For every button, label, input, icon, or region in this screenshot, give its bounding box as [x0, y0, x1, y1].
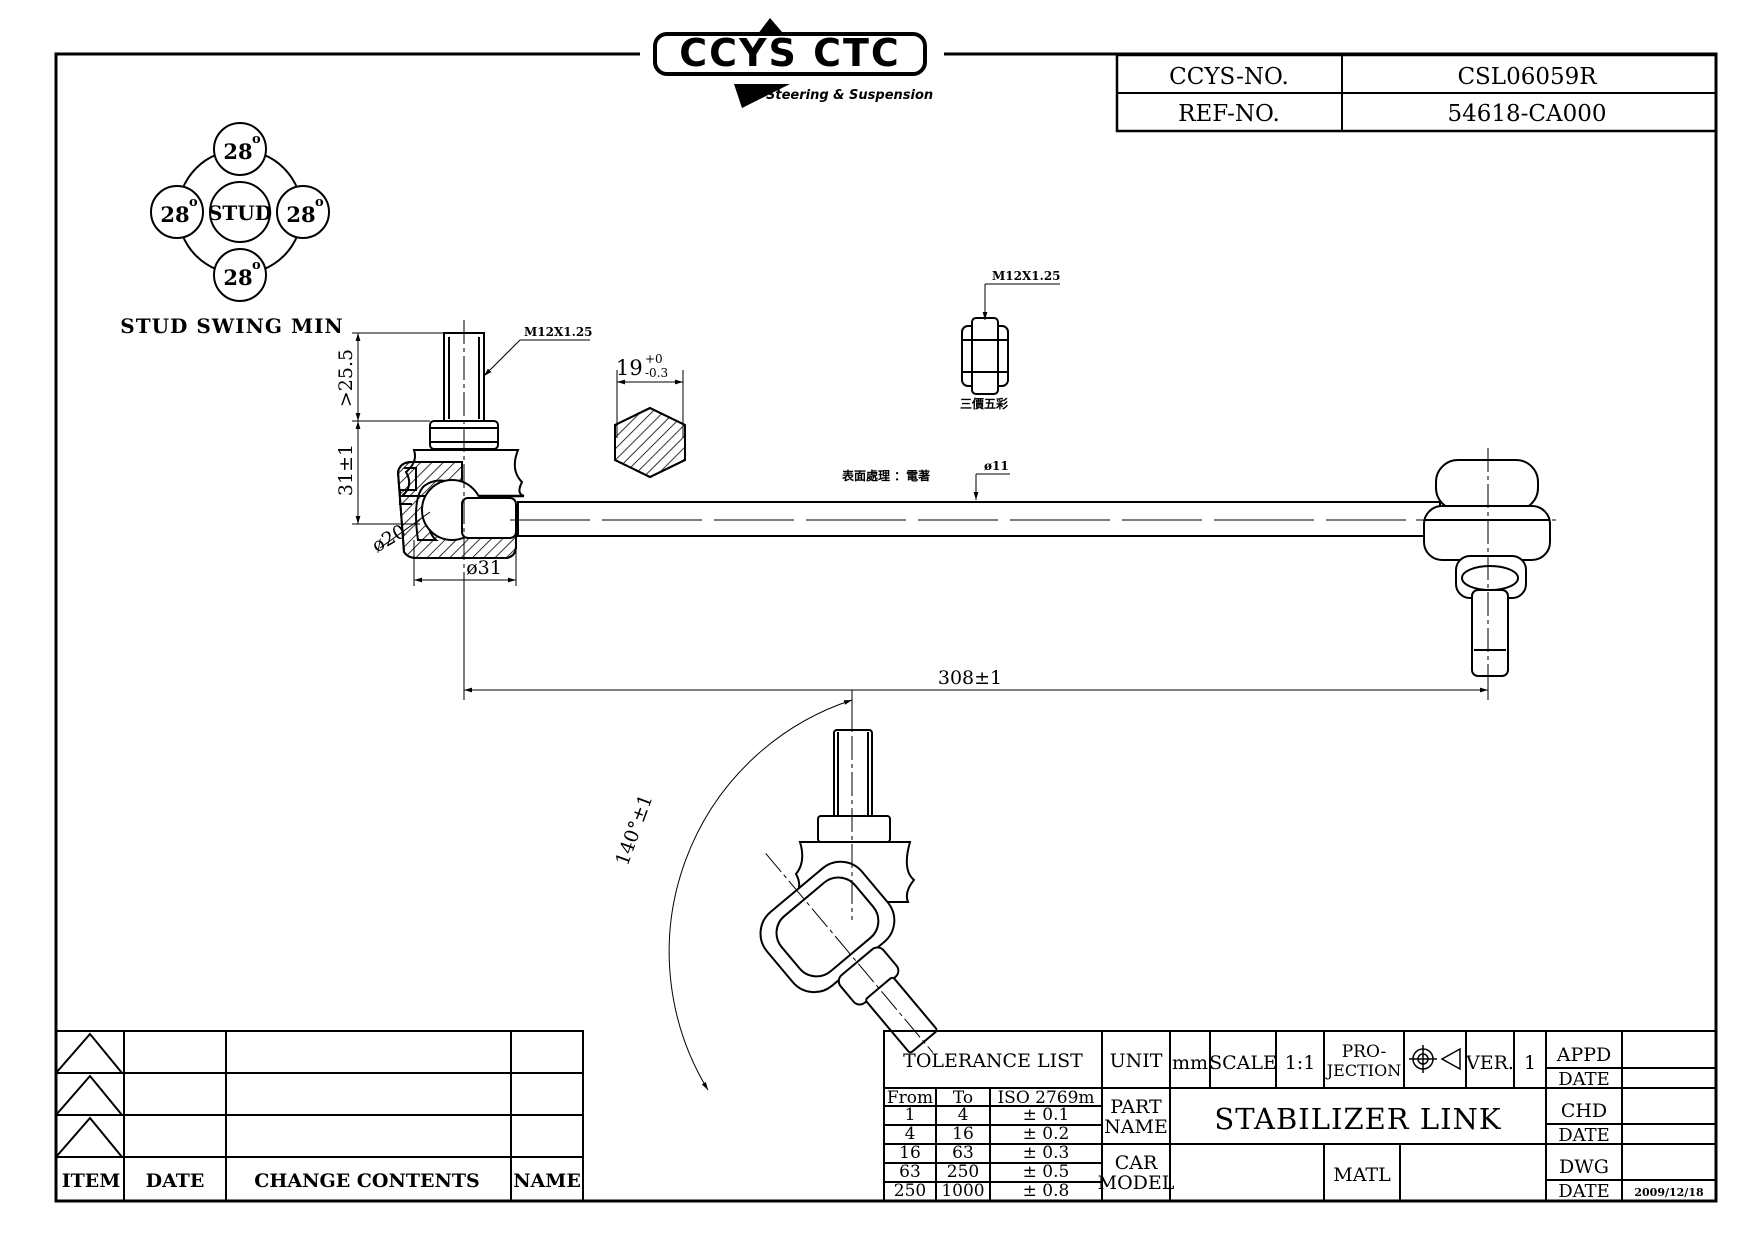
- right-ball-joint: [1416, 448, 1558, 690]
- stud-angle-top: 28: [223, 139, 252, 164]
- degree-mark-bottom: o: [252, 258, 261, 273]
- tolerance-header-iso: ISO 2769m: [997, 1088, 1094, 1108]
- degree-mark-left: o: [189, 195, 198, 210]
- tolerance-row-value: ± 0.1: [1023, 1105, 1070, 1125]
- unit-value: mm: [1172, 1052, 1208, 1074]
- thread-label-left: M12X1.25: [524, 325, 593, 339]
- appd-label: APPD: [1556, 1044, 1612, 1066]
- unit-label: UNIT: [1110, 1050, 1163, 1072]
- hex-tol-plus: +0: [645, 352, 663, 366]
- logo-tagline: Steering & Suspension: [766, 88, 933, 103]
- tolerance-row-from: 63: [899, 1162, 921, 1182]
- rev-header-name: NAME: [513, 1170, 581, 1192]
- stud-angle-right: 28: [286, 202, 315, 227]
- ref-no-label: REF-NO.: [1178, 101, 1280, 127]
- company-logo: CCYS CTC Steering & Suspension: [653, 18, 933, 108]
- stud-length-dim: >25.5: [335, 349, 357, 407]
- ver-value: 1: [1524, 1052, 1536, 1074]
- hex-section: [614, 370, 686, 479]
- overall-length-dim: 308±1: [938, 667, 1002, 689]
- part-name-label-line1: PART: [1110, 1096, 1162, 1118]
- degree-mark-top: o: [252, 132, 261, 147]
- rev-header-date: DATE: [146, 1170, 205, 1192]
- projection-symbol-icon: [1409, 1045, 1461, 1073]
- nut: [961, 283, 1060, 395]
- chd-label: CHD: [1561, 1100, 1607, 1122]
- tolerance-row-to: 4: [958, 1105, 969, 1125]
- tolerance-row-from: 1: [905, 1105, 916, 1125]
- tolerance-row-to: 16: [952, 1124, 974, 1144]
- car-model-label-line1: CAR: [1115, 1152, 1158, 1174]
- tolerance-row-value: ± 0.5: [1023, 1162, 1070, 1182]
- link-rod: [510, 501, 1445, 537]
- stud-center-label: STUD: [208, 201, 272, 225]
- ccys-no-label: CCYS-NO.: [1169, 64, 1289, 90]
- car-model-label-line2: MODEL: [1098, 1172, 1175, 1194]
- dwg-date-label: DATE: [1558, 1181, 1610, 1202]
- thread-label-nut: M12X1.25: [992, 269, 1061, 283]
- projection-label-line2: JECTION: [1325, 1061, 1401, 1080]
- tolerance-row-value: ± 0.2: [1023, 1124, 1070, 1144]
- revision-block: [55, 1030, 584, 1202]
- tolerance-row-from: 16: [899, 1143, 921, 1163]
- tolerance-row-value: ± 0.8: [1023, 1181, 1070, 1201]
- part-name-value: STABILIZER LINK: [1214, 1102, 1502, 1136]
- logo-brand-text: CCYS CTC: [679, 31, 901, 75]
- dwg-date-value: 2009/12/18: [1634, 1186, 1704, 1199]
- bottom-title-block: [883, 1030, 1717, 1202]
- dwg-label: DWG: [1559, 1156, 1609, 1178]
- housing-diameter-dim: ø31: [466, 557, 502, 579]
- scale-label: SCALE: [1209, 1052, 1277, 1074]
- tolerance-row-value: ± 0.3: [1023, 1143, 1070, 1163]
- rev-header-item: ITEM: [62, 1170, 121, 1192]
- projection-label-line1: PRO-: [1342, 1042, 1387, 1062]
- stud-swing-diagram: [150, 122, 330, 302]
- surface-treatment-note: 表面處理 ：電著: [841, 468, 930, 483]
- scale-value: 1:1: [1285, 1052, 1316, 1074]
- tolerance-row-to: 250: [947, 1162, 979, 1182]
- hex-tol-minus: -0.3: [645, 366, 668, 380]
- rev-header-change-contents: CHANGE CONTENTS: [254, 1170, 479, 1192]
- tolerance-row-to: 1000: [941, 1181, 984, 1201]
- hex-size-dim: 19: [616, 356, 643, 380]
- appd-date-label: DATE: [1558, 1069, 1610, 1090]
- rod-diameter-dim: ø11: [984, 459, 1009, 473]
- rotated-joint-view: [759, 700, 938, 1054]
- stud-angle-left: 28: [160, 202, 189, 227]
- ver-label: VER.: [1465, 1052, 1514, 1074]
- stud-height-dim: 31±1: [335, 444, 357, 496]
- top-title-block: CCYS-NO. CSL06059R REF-NO. 54618-CA000: [1115, 53, 1718, 133]
- nut-finish-note: 三價五彩: [960, 396, 1008, 411]
- dimension-lines: [352, 332, 1489, 1091]
- tolerance-row-to: 63: [952, 1143, 974, 1163]
- matl-label: MATL: [1333, 1164, 1391, 1186]
- stud-angle-bottom: 28: [223, 265, 252, 290]
- ccys-no-value: CSL06059R: [1457, 64, 1597, 90]
- swing-angle-dim: 140°±1: [611, 792, 657, 869]
- ref-no-value: 54618-CA000: [1447, 101, 1606, 127]
- tolerance-header-to: To: [953, 1088, 973, 1108]
- degree-mark-right: o: [315, 195, 324, 210]
- left-ball-joint: [396, 320, 525, 596]
- chd-date-label: DATE: [1558, 1125, 1610, 1146]
- part-name-label-line2: NAME: [1104, 1116, 1168, 1138]
- tolerance-row-from: 4: [905, 1124, 916, 1144]
- tolerance-row-from: 250: [894, 1181, 926, 1201]
- tolerance-header-from: From: [887, 1088, 933, 1108]
- stud-swing-caption: STUD SWING MIN: [120, 314, 343, 338]
- tolerance-title: TOLERANCE LIST: [903, 1050, 1083, 1072]
